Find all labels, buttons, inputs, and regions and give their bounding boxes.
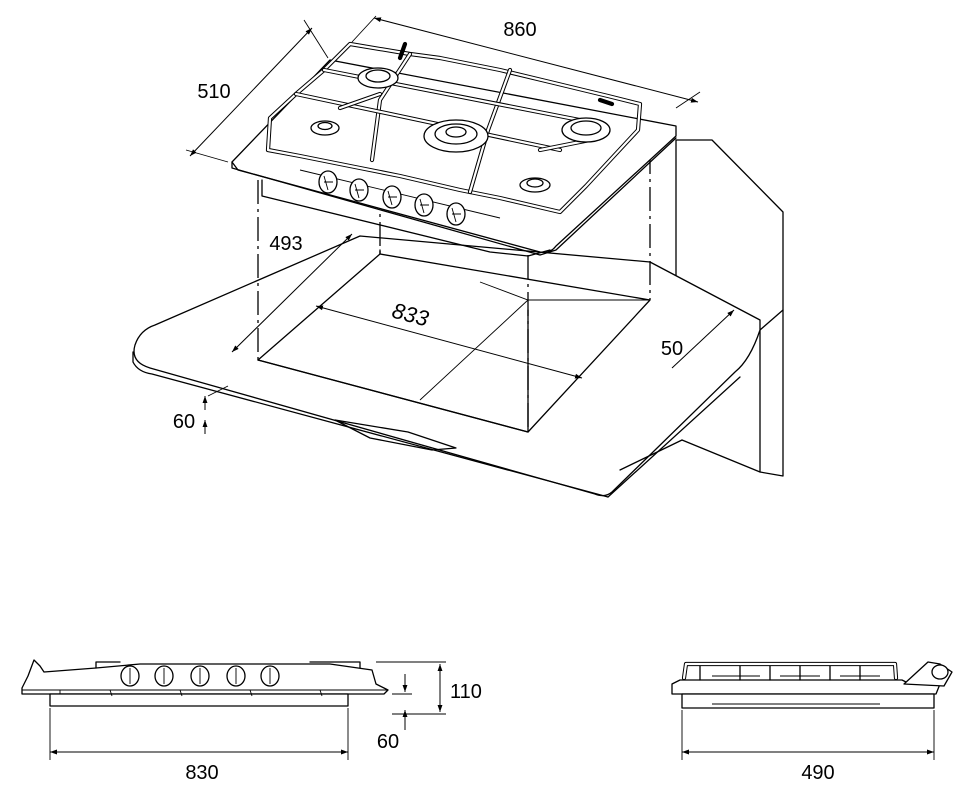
dimension-label-clearance-back: 50 [661, 338, 683, 360]
hob-front-view [22, 660, 388, 706]
burner-center-wok [424, 120, 488, 152]
burner-front-left [311, 121, 339, 135]
dimension-label-side-depth: 490 [801, 762, 834, 784]
side-view-knob [904, 662, 952, 686]
dimension-front-width: 830 [50, 708, 348, 784]
knob-1 [319, 171, 337, 193]
dimension-label-front-depth: 60 [377, 731, 399, 753]
dimension-side-depth: 490 [682, 710, 934, 784]
dimension-label-front-width: 830 [185, 762, 218, 784]
knob-4 [415, 194, 433, 216]
burner-front-right [520, 178, 550, 192]
dimension-worktop-thickness: 60 [173, 386, 228, 434]
knob-2 [350, 179, 368, 201]
dimension-label-worktop-thickness: 60 [173, 411, 195, 433]
dimension-front-height: 110 [376, 662, 482, 714]
dimension-label-hob-depth: 510 [197, 81, 230, 103]
hob-isometric [232, 44, 676, 256]
knob-3 [383, 186, 401, 208]
dimension-label-cutout-depth: 493 [269, 233, 302, 255]
dimension-label-hob-width: 860 [503, 19, 536, 41]
burner-rear-left [358, 68, 398, 88]
burner-rear-right [562, 118, 610, 142]
dimension-front-depth: 60 [377, 674, 412, 753]
knob-5 [447, 203, 465, 225]
dimension-label-front-height: 110 [450, 681, 482, 703]
hob-side-view [672, 662, 952, 708]
